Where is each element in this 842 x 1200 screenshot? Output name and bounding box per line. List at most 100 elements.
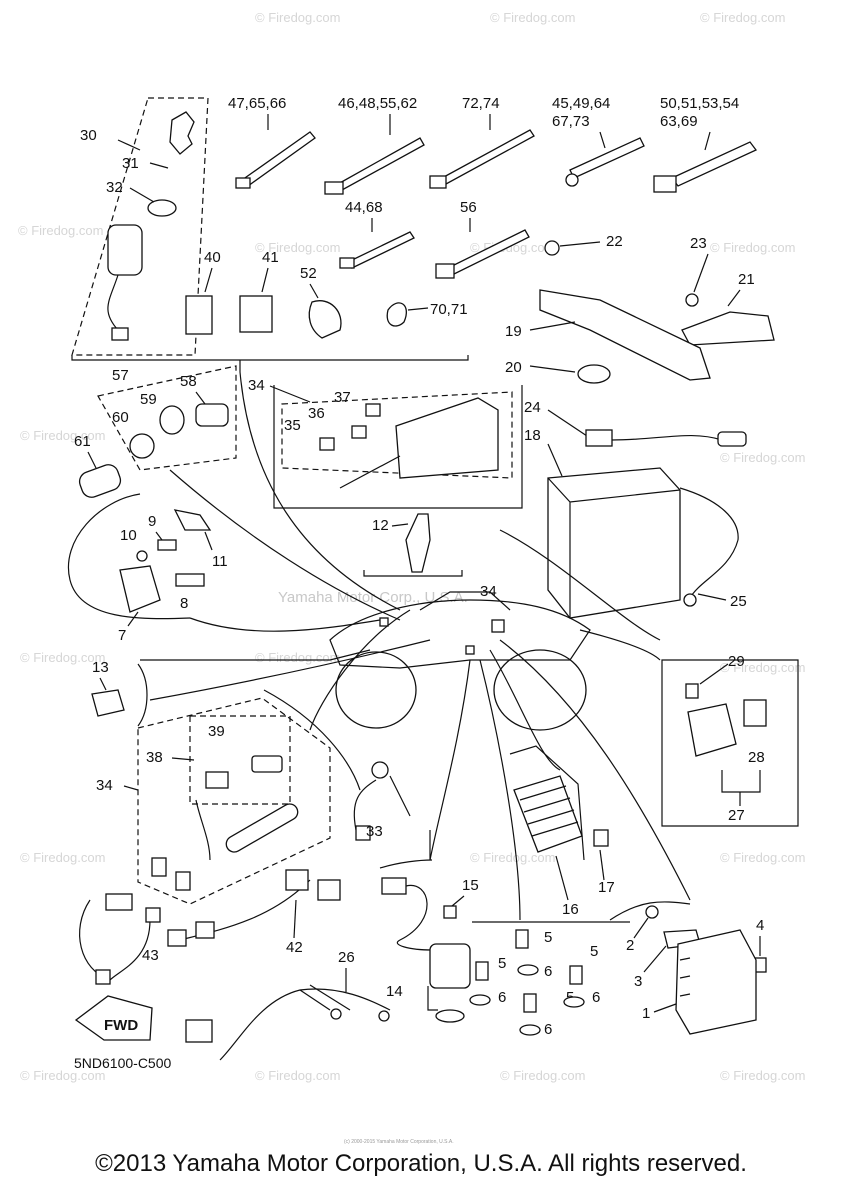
resistor-icon — [251, 755, 283, 773]
neutral-switch-icon — [429, 943, 471, 989]
main-switch-box — [71, 97, 209, 356]
leader-line — [204, 531, 213, 551]
bolt-icon — [593, 829, 609, 847]
watermark: © Firedog.com — [255, 10, 340, 25]
thermo-switch-icon — [91, 689, 125, 717]
callout-28: 28 — [748, 749, 765, 766]
callout-22: 22 — [606, 233, 623, 250]
fwd-arrow-icon — [74, 995, 153, 1041]
fuse-box-wire — [339, 455, 401, 489]
switch-connector-icon — [111, 327, 129, 341]
washer-icon — [519, 1024, 541, 1036]
harness-route — [149, 639, 431, 701]
callout-44-68: 44,68 — [345, 199, 383, 216]
rear-wheel-icon — [493, 649, 587, 731]
fuse-icon — [743, 699, 767, 727]
battery-pad-icon — [577, 364, 611, 384]
connector-icon — [205, 771, 229, 789]
cable-tie-icon — [441, 129, 535, 185]
callout-20: 20 — [505, 359, 522, 376]
callout-36: 36 — [308, 405, 325, 422]
bolt-icon — [443, 905, 457, 919]
sensor-icon — [371, 761, 389, 779]
callout-72-74: 72,74 — [462, 95, 500, 112]
watermark: © Firedog.com — [20, 1068, 105, 1083]
callout-9: 9 — [148, 513, 156, 530]
small-print: (c) 2000-2015 Yamaha Motor Corporation, … — [344, 1139, 454, 1145]
callout-19: 19 — [505, 323, 522, 340]
battery-cable — [689, 539, 739, 599]
watermark-layer: © Firedog.com © Firedog.com © Firedog.co… — [18, 10, 805, 1083]
leader-line — [599, 849, 605, 881]
leader-line — [699, 663, 729, 685]
cap-icon — [159, 405, 185, 435]
leader-line — [117, 139, 141, 151]
key-icon — [169, 111, 195, 155]
center-watermark: Yamaha Motor Corp., U.S.A. — [278, 589, 468, 606]
callout-57: 57 — [112, 367, 129, 384]
connector-icon — [105, 893, 133, 911]
connector-icon — [185, 1019, 213, 1043]
washer-icon — [469, 994, 491, 1006]
watermark: © Firedog.com — [720, 1068, 805, 1083]
leader-line — [171, 757, 195, 761]
harness-route — [189, 617, 381, 632]
component-marker — [465, 645, 475, 655]
callout-27: 27 — [728, 807, 745, 824]
tie-hook-icon — [565, 173, 579, 187]
fuse-box-dash — [281, 391, 513, 479]
connector-icon — [145, 907, 161, 923]
bolt-icon — [685, 683, 699, 699]
callout-10: 10 — [120, 527, 137, 544]
leader-line — [149, 162, 169, 169]
callout-6: 6 — [592, 989, 600, 1006]
callout-6: 6 — [544, 1021, 552, 1038]
harness-route — [479, 659, 521, 921]
callout-26: 26 — [338, 949, 355, 966]
callout-67-73: 67,73 — [552, 113, 590, 130]
callout-16: 16 — [562, 901, 579, 918]
callout-35: 35 — [284, 417, 301, 434]
screw-icon — [515, 929, 529, 949]
tie-head-icon — [429, 175, 447, 189]
callout-63-69: 63,69 — [660, 113, 698, 130]
leader-line — [261, 267, 269, 293]
callout-40: 40 — [204, 249, 221, 266]
leader-line — [727, 289, 741, 307]
relay-icon — [185, 295, 213, 335]
watermark: © Firedog.com — [255, 650, 340, 665]
switch-bracket — [427, 986, 438, 1011]
socket-icon — [195, 403, 229, 427]
watermark: © Firedog.com — [720, 450, 805, 465]
battery-lead-connector-icon — [585, 429, 613, 447]
callout-31: 31 — [122, 155, 139, 172]
battery-lead-wire — [611, 434, 723, 441]
connector-icon — [317, 879, 341, 901]
relay-group: 40 41 52 70,71 — [185, 249, 468, 339]
callout-29: 29 — [728, 653, 745, 670]
watermark: © Firedog.com — [500, 1068, 585, 1083]
socket-box — [97, 365, 237, 471]
watermark: © Firedog.com — [18, 223, 103, 238]
relay-bracket — [721, 770, 761, 793]
bolt-icon — [544, 240, 560, 256]
watermark: © Firedog.com — [20, 650, 105, 665]
watermark: © Firedog.com — [20, 850, 105, 865]
callout-52: 52 — [300, 265, 317, 282]
connector-icon — [195, 921, 215, 939]
bolt-icon — [175, 573, 205, 587]
coil-bracket — [67, 493, 191, 620]
watermark: © Firedog.com — [490, 10, 575, 25]
callout-34: 34 — [480, 583, 497, 600]
fuse-box-icon — [395, 397, 499, 479]
callout-58: 58 — [180, 373, 197, 390]
leader-line — [643, 945, 667, 973]
rectifier-bracket — [509, 745, 585, 861]
callout-42: 42 — [286, 939, 303, 956]
callout-17: 17 — [598, 879, 615, 896]
bolt-icon — [157, 539, 177, 551]
callout-18: 18 — [524, 427, 541, 444]
harness-wire — [299, 984, 351, 1011]
spark-plug-bracket — [363, 570, 463, 577]
